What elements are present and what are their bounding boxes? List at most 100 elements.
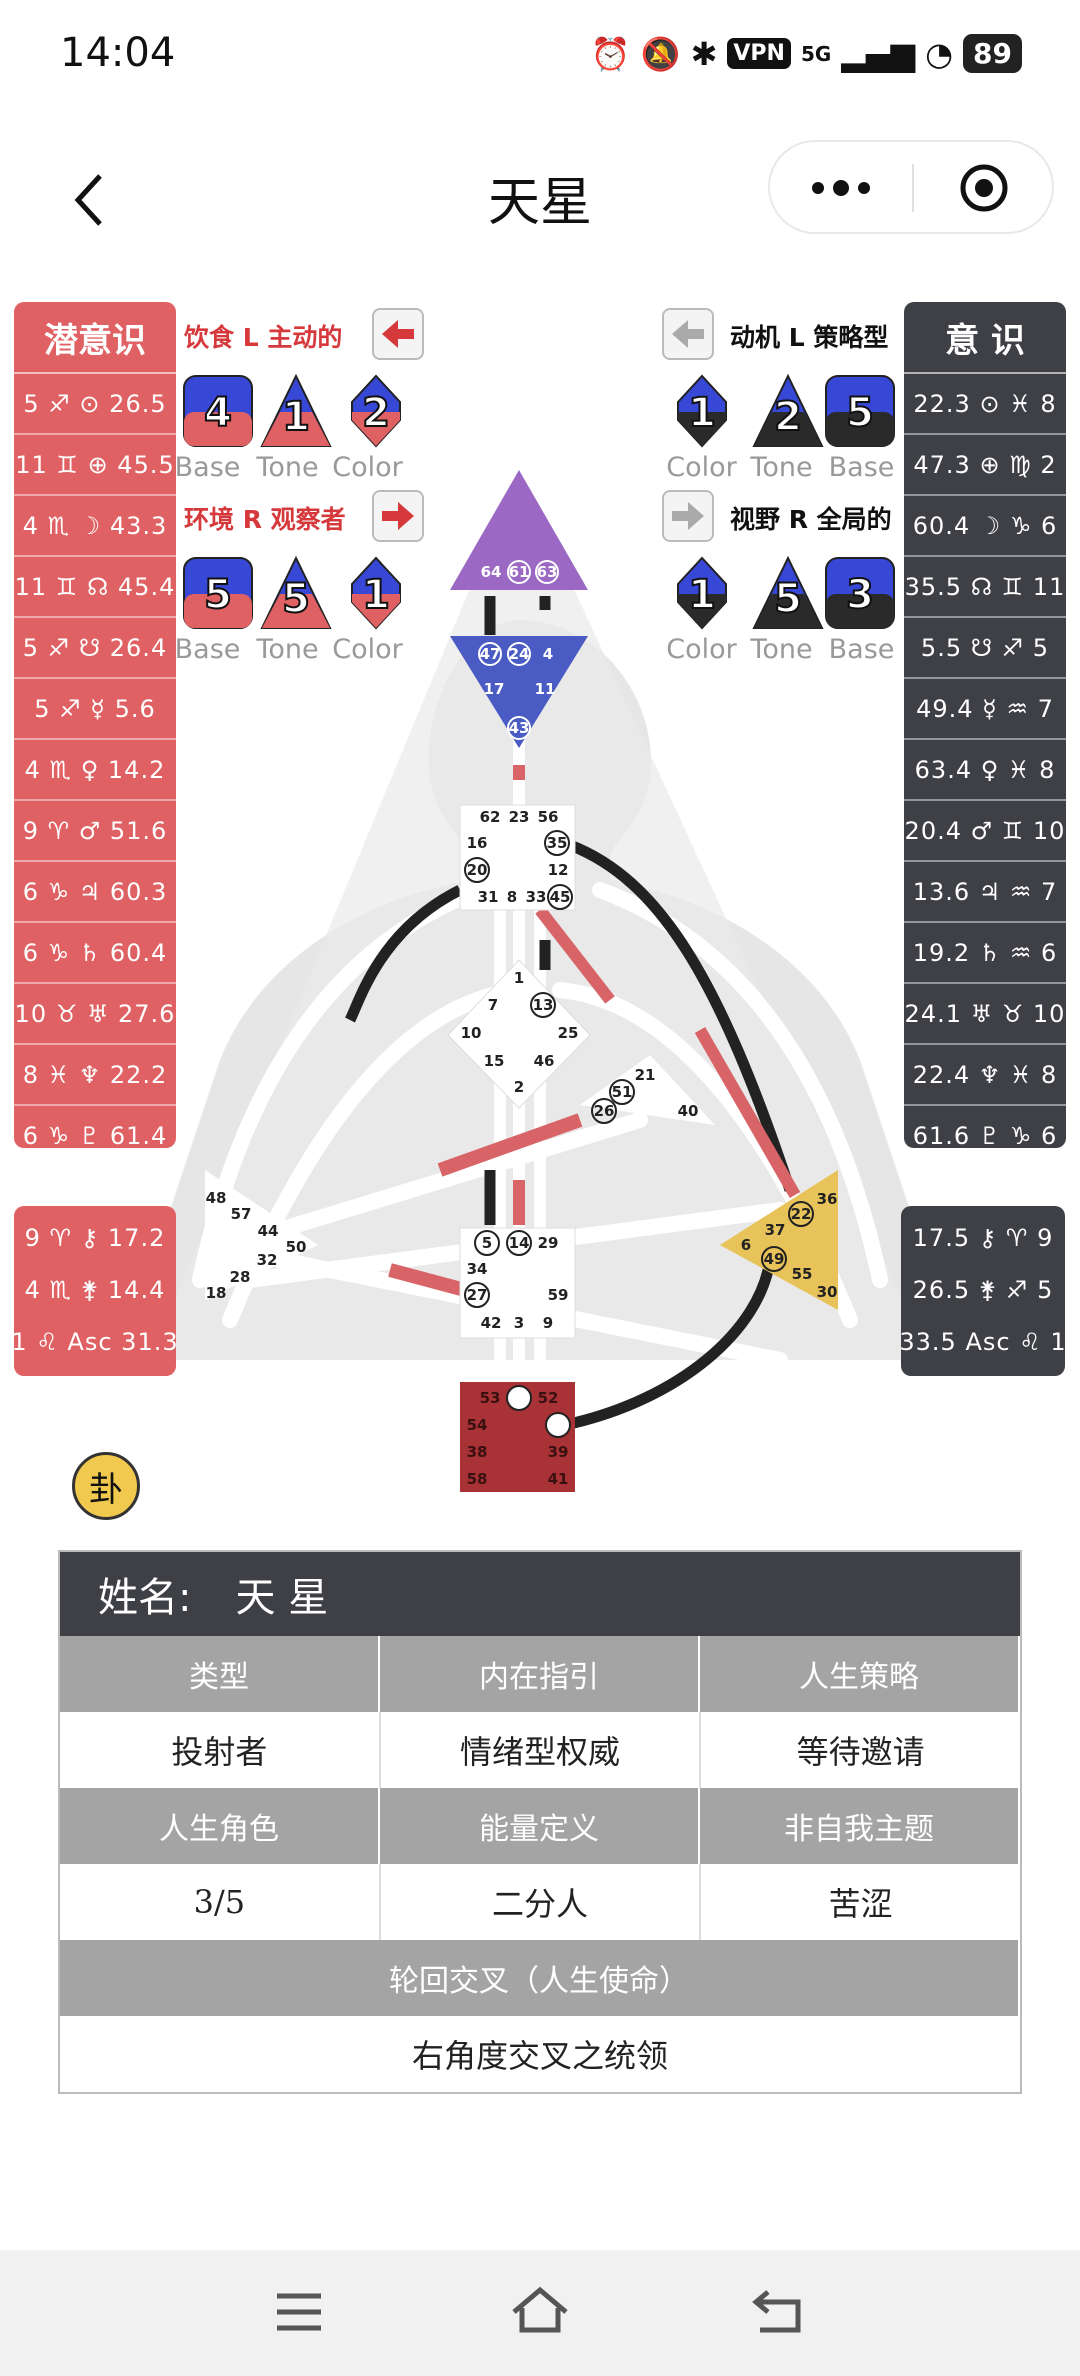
diet-color-value: 2 (362, 390, 390, 436)
extra-row: 9 ♈ ⚷ 17.2 (14, 1212, 176, 1264)
svg-text:57: 57 (231, 1205, 252, 1223)
svg-text:28: 28 (230, 1268, 251, 1286)
planet-row: 6 ♑ ♃ 60.3 (14, 862, 176, 923)
planet-row: 47.3 ⊕ ♍ 2 (904, 435, 1066, 496)
cross-value: 右角度交叉之统领 (60, 2016, 1020, 2092)
svg-text:29: 29 (538, 1234, 559, 1252)
view-arrow-button[interactable] (662, 490, 714, 542)
network-label: 5G (801, 42, 831, 66)
svg-text:7: 7 (488, 996, 498, 1014)
svg-text:16: 16 (467, 834, 488, 852)
back-nav-icon[interactable] (752, 2288, 804, 2336)
svg-text:27: 27 (467, 1286, 488, 1304)
svg-text:25: 25 (558, 1024, 579, 1042)
not-self-value: 苦涩 (701, 1864, 1020, 1940)
svg-text:13: 13 (533, 996, 554, 1014)
table-header-row: 人生角色 能量定义 非自我主题 (60, 1788, 1020, 1864)
svg-text:32: 32 (257, 1251, 278, 1269)
view-arrows-row: 1 5 3 (668, 554, 898, 632)
authority-value: 情绪型权威 (381, 1712, 702, 1788)
svg-text:22: 22 (791, 1205, 812, 1223)
diet-tone-value: 1 (282, 394, 310, 440)
planet-row: 5 ♐ ⊙ 26.5 (14, 374, 176, 435)
planet-row: 11 ♊ ⊕ 45.5 (14, 435, 176, 496)
svg-text:38: 38 (467, 1443, 488, 1461)
profile-value: 3/5 (60, 1864, 381, 1940)
diet-arrow-button[interactable] (372, 308, 424, 360)
table-row: 右角度交叉之统领 (60, 2016, 1020, 2092)
extra-row: 33.5 Asc ♌ 1 (901, 1316, 1065, 1368)
svg-text:14: 14 (509, 1234, 530, 1252)
svg-text:43: 43 (509, 719, 530, 737)
svg-text:24: 24 (509, 645, 530, 663)
authority-header: 内在指引 (380, 1636, 700, 1712)
extra-row: 1 ♌ Asc 31.3 (14, 1316, 176, 1368)
svg-text:3: 3 (514, 1314, 524, 1332)
extra-row: 4 ♏ ⚵ 14.4 (14, 1264, 176, 1316)
table-header-row: 类型 内在指引 人生策略 (60, 1636, 1020, 1712)
svg-text:8: 8 (507, 888, 517, 906)
planet-row: 10 ♉ ♅ 27.6 (14, 984, 176, 1045)
svg-text:56: 56 (538, 808, 559, 826)
environment-base-value: 5 (204, 572, 232, 618)
profile-header: 人生角色 (60, 1788, 380, 1864)
svg-text:1: 1 (514, 969, 524, 987)
svg-text:46: 46 (534, 1052, 555, 1070)
strategy-value: 等待邀请 (701, 1712, 1020, 1788)
svg-text:41: 41 (548, 1470, 569, 1488)
svg-text:34: 34 (467, 1260, 488, 1278)
planet-row: 61.6 ♇ ♑ 6 (904, 1106, 1066, 1165)
arrow-right-icon (664, 492, 712, 540)
planet-row: 5 ♐ ☿ 5.6 (14, 679, 176, 740)
svg-text:9: 9 (543, 1314, 553, 1332)
svg-text:59: 59 (548, 1286, 569, 1304)
motivation-arrow-button[interactable] (662, 308, 714, 360)
table-row: 3/5 二分人 苦涩 (60, 1864, 1020, 1940)
svg-text:42: 42 (481, 1314, 502, 1332)
name-label: 姓名: (98, 1565, 191, 1623)
diet-arrows-row: 4 1 2 (182, 372, 412, 450)
planet-row: 20.4 ♂ ♊ 10 (904, 801, 1066, 862)
home-icon[interactable] (510, 2286, 570, 2336)
svg-text:11: 11 (535, 680, 556, 698)
svg-text:62: 62 (480, 808, 501, 826)
alarm-icon: ⏰ (591, 35, 631, 73)
not-self-header: 非自我主题 (700, 1788, 1020, 1864)
svg-text:10: 10 (461, 1024, 482, 1042)
svg-text:51: 51 (612, 1083, 633, 1101)
planet-row: 22.4 ♆ ♓ 8 (904, 1045, 1066, 1106)
more-icon[interactable] (808, 170, 874, 206)
svg-text:6: 6 (741, 1236, 751, 1254)
strategy-header: 人生策略 (700, 1636, 1020, 1712)
environment-color-value: 1 (362, 572, 390, 618)
environment-arrows-row: 5 5 1 (182, 554, 412, 632)
arrow-left-icon (374, 310, 422, 358)
close-miniapp-icon[interactable] (958, 162, 1010, 214)
svg-text:21: 21 (635, 1066, 656, 1084)
svg-text:40: 40 (678, 1102, 699, 1120)
motivation-label: 动机 L 策略型 (730, 318, 888, 354)
svg-text:64: 64 (481, 563, 502, 581)
svg-text:44: 44 (258, 1222, 279, 1240)
svg-text:55: 55 (792, 1265, 813, 1283)
gua-button[interactable]: 卦 (72, 1452, 140, 1520)
svg-text:20: 20 (467, 861, 488, 879)
name-value: 天 星 (235, 1565, 328, 1623)
motivation-tone-value: 2 (774, 394, 802, 440)
svg-text:53: 53 (480, 1389, 501, 1407)
menu-icon[interactable] (274, 2290, 324, 2334)
definition-header: 能量定义 (380, 1788, 700, 1864)
environment-tone-value: 5 (282, 576, 310, 622)
view-base-value: 3 (846, 572, 874, 618)
table-row: 投射者 情绪型权威 等待邀请 (60, 1712, 1020, 1788)
environment-arrow-button[interactable] (372, 490, 424, 542)
profile-name-row: 姓名: 天 星 (60, 1552, 1020, 1636)
planet-row: 63.4 ♀ ♓ 8 (904, 740, 1066, 801)
planet-row: 4 ♏ ☽ 43.3 (14, 496, 176, 557)
svg-text:48: 48 (206, 1189, 227, 1207)
svg-text:30: 30 (817, 1283, 838, 1301)
svg-text:5: 5 (482, 1234, 492, 1252)
status-bar: 14:04 ⏰ 🔕 ✱ VPN 5G ▂▄▆ ◔ 89 (0, 0, 1080, 120)
wifi-icon: ◔ (925, 35, 953, 73)
svg-text:37: 37 (765, 1221, 786, 1239)
